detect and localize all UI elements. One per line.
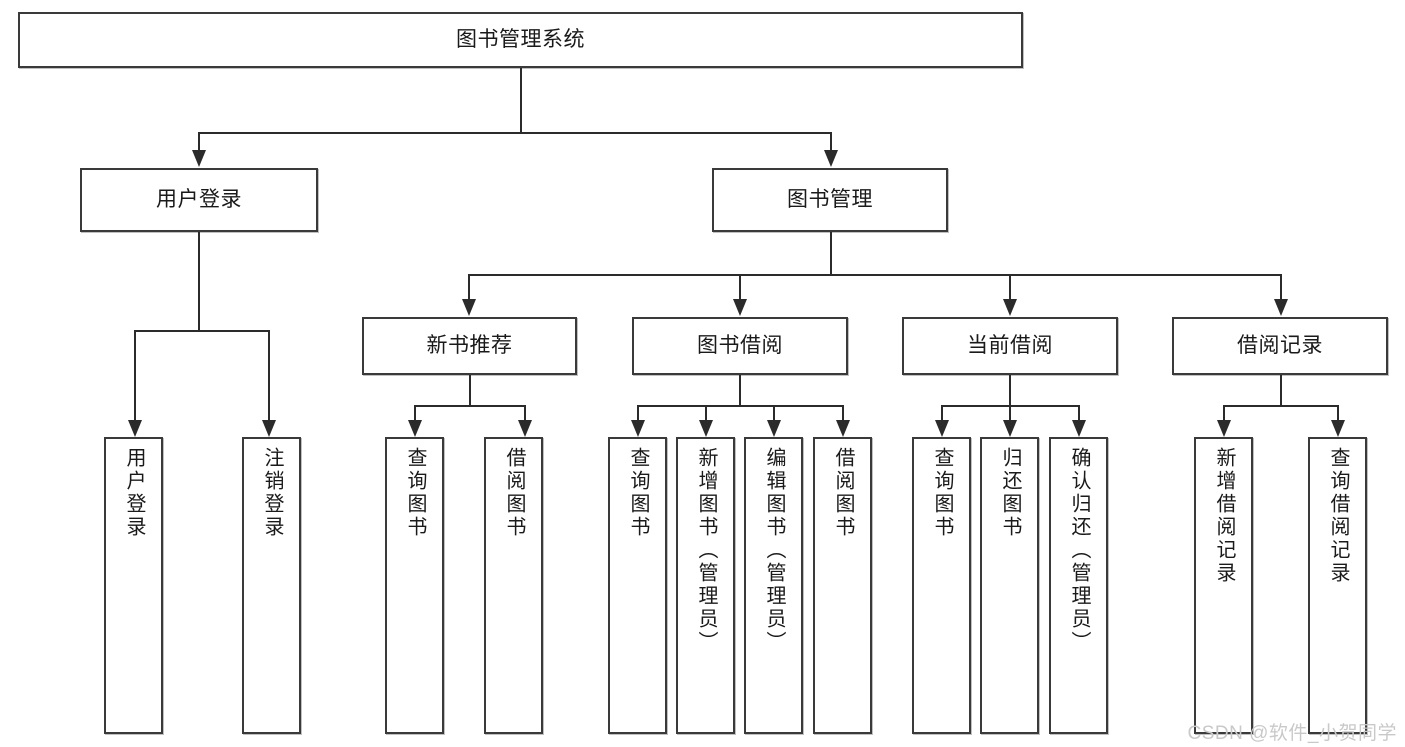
connector-bm-leg-1	[468, 274, 470, 299]
connector-bb-leg-3	[773, 405, 775, 420]
arrowhead-leaf-borrow-book-2	[836, 420, 850, 437]
arrowhead-current-borrow	[1003, 299, 1017, 316]
node-leaf-query-book-3-label: 查询图书	[931, 447, 953, 539]
connector-bb-trunk	[739, 375, 741, 405]
csdn-watermark: CSDN @软件_小贺同学	[1187, 723, 1397, 744]
node-leaf-edit-book[interactable]: 编辑图书（管理员）	[744, 437, 803, 734]
node-leaf-borrow-book-1-label: 借阅图书	[503, 447, 525, 539]
node-leaf-add-book-label: 新增图书（管理员）	[695, 447, 717, 654]
node-new-book-recommend[interactable]: 新书推荐	[362, 317, 577, 375]
connector-user-login-leg-2	[268, 330, 270, 420]
connector-user-login-split	[134, 330, 268, 332]
connector-bm-leg-4	[1280, 274, 1282, 299]
node-root-label: 图书管理系统	[456, 27, 585, 51]
node-leaf-confirm-return[interactable]: 确认归还（管理员）	[1049, 437, 1108, 734]
connector-br-trunk	[1280, 375, 1282, 405]
connector-root-split	[198, 132, 830, 134]
connector-cb-leg-3	[1078, 405, 1080, 420]
node-leaf-query-record[interactable]: 查询借阅记录	[1308, 437, 1367, 734]
node-current-borrow[interactable]: 当前借阅	[902, 317, 1118, 375]
connector-root-to-user-login	[198, 132, 200, 150]
connector-cb-leg-2	[1009, 405, 1011, 420]
arrowhead-leaf-confirm-return	[1072, 420, 1086, 437]
node-leaf-return-book-label: 归还图书	[999, 447, 1021, 539]
connector-bb-leg-2	[705, 405, 707, 420]
arrowhead-book-management	[824, 150, 838, 167]
node-leaf-borrow-book-2[interactable]: 借阅图书	[813, 437, 872, 734]
connector-book-management-trunk	[830, 232, 832, 274]
node-borrow-record-label: 借阅记录	[1237, 333, 1323, 357]
arrowhead-leaf-query-record	[1331, 420, 1345, 437]
arrowhead-leaf-user-login	[128, 420, 142, 437]
node-leaf-query-book-2[interactable]: 查询图书	[608, 437, 667, 734]
connector-bb-leg-1	[637, 405, 639, 420]
arrowhead-new-book-recommend	[462, 299, 476, 316]
node-leaf-logout[interactable]: 注销登录	[242, 437, 301, 734]
arrowhead-user-login	[192, 150, 206, 167]
node-book-management-label: 图书管理	[787, 187, 873, 211]
node-leaf-logout-label: 注销登录	[261, 447, 283, 539]
node-leaf-borrow-book-2-label: 借阅图书	[832, 447, 854, 539]
connector-nbr-leg-1	[414, 405, 416, 420]
arrowhead-borrow-record	[1274, 299, 1288, 316]
node-leaf-add-book[interactable]: 新增图书（管理员）	[676, 437, 735, 734]
node-leaf-confirm-return-label: 确认归还（管理员）	[1068, 447, 1090, 654]
arrowhead-leaf-borrow-book-1	[518, 420, 532, 437]
connector-br-leg-2	[1337, 405, 1339, 420]
node-user-login[interactable]: 用户登录	[80, 168, 318, 232]
arrowhead-leaf-logout	[262, 420, 276, 437]
connector-cb-trunk	[1009, 375, 1011, 405]
connector-nbr-split	[414, 405, 524, 407]
connector-user-login-leg-1	[134, 330, 136, 420]
connector-nbr-trunk	[469, 375, 471, 405]
connector-bm-leg-2	[739, 274, 741, 299]
node-book-borrow-label: 图书借阅	[697, 333, 783, 357]
connector-root-trunk	[520, 68, 522, 132]
node-book-borrow[interactable]: 图书借阅	[632, 317, 848, 375]
arrowhead-leaf-add-record	[1217, 420, 1231, 437]
node-leaf-add-record[interactable]: 新增借阅记录	[1194, 437, 1253, 734]
connector-book-management-split	[468, 274, 1280, 276]
connector-bb-leg-4	[842, 405, 844, 420]
node-leaf-user-login-label: 用户登录	[123, 447, 145, 539]
node-user-login-label: 用户登录	[156, 187, 242, 211]
node-leaf-return-book[interactable]: 归还图书	[980, 437, 1039, 734]
node-leaf-query-book-1[interactable]: 查询图书	[385, 437, 444, 734]
node-book-management[interactable]: 图书管理	[712, 168, 948, 232]
node-root[interactable]: 图书管理系统	[18, 12, 1023, 68]
arrowhead-book-borrow	[733, 299, 747, 316]
arrowhead-leaf-edit-book	[767, 420, 781, 437]
connector-br-split	[1223, 405, 1337, 407]
node-leaf-query-book-1-label: 查询图书	[404, 447, 426, 539]
connector-bm-leg-3	[1009, 274, 1011, 299]
connector-bb-split	[637, 405, 842, 407]
node-new-book-recommend-label: 新书推荐	[426, 333, 513, 357]
node-leaf-borrow-book-1[interactable]: 借阅图书	[484, 437, 543, 734]
arrowhead-leaf-query-book-1	[408, 420, 422, 437]
node-leaf-query-record-label: 查询借阅记录	[1327, 447, 1349, 585]
node-leaf-add-record-label: 新增借阅记录	[1213, 447, 1235, 585]
connector-root-to-book-management	[830, 132, 832, 150]
connector-cb-leg-1	[941, 405, 943, 420]
connector-nbr-leg-2	[524, 405, 526, 420]
node-leaf-query-book-3[interactable]: 查询图书	[912, 437, 971, 734]
arrowhead-leaf-return-book	[1003, 420, 1017, 437]
node-leaf-user-login[interactable]: 用户登录	[104, 437, 163, 734]
node-leaf-query-book-2-label: 查询图书	[627, 447, 649, 539]
node-current-borrow-label: 当前借阅	[967, 333, 1053, 357]
connector-br-leg-1	[1223, 405, 1225, 420]
node-leaf-edit-book-label: 编辑图书（管理员）	[763, 447, 785, 654]
node-borrow-record[interactable]: 借阅记录	[1172, 317, 1388, 375]
arrowhead-leaf-add-book	[699, 420, 713, 437]
connector-user-login-trunk	[198, 232, 200, 330]
arrowhead-leaf-query-book-3	[935, 420, 949, 437]
arrowhead-leaf-query-book-2	[631, 420, 645, 437]
